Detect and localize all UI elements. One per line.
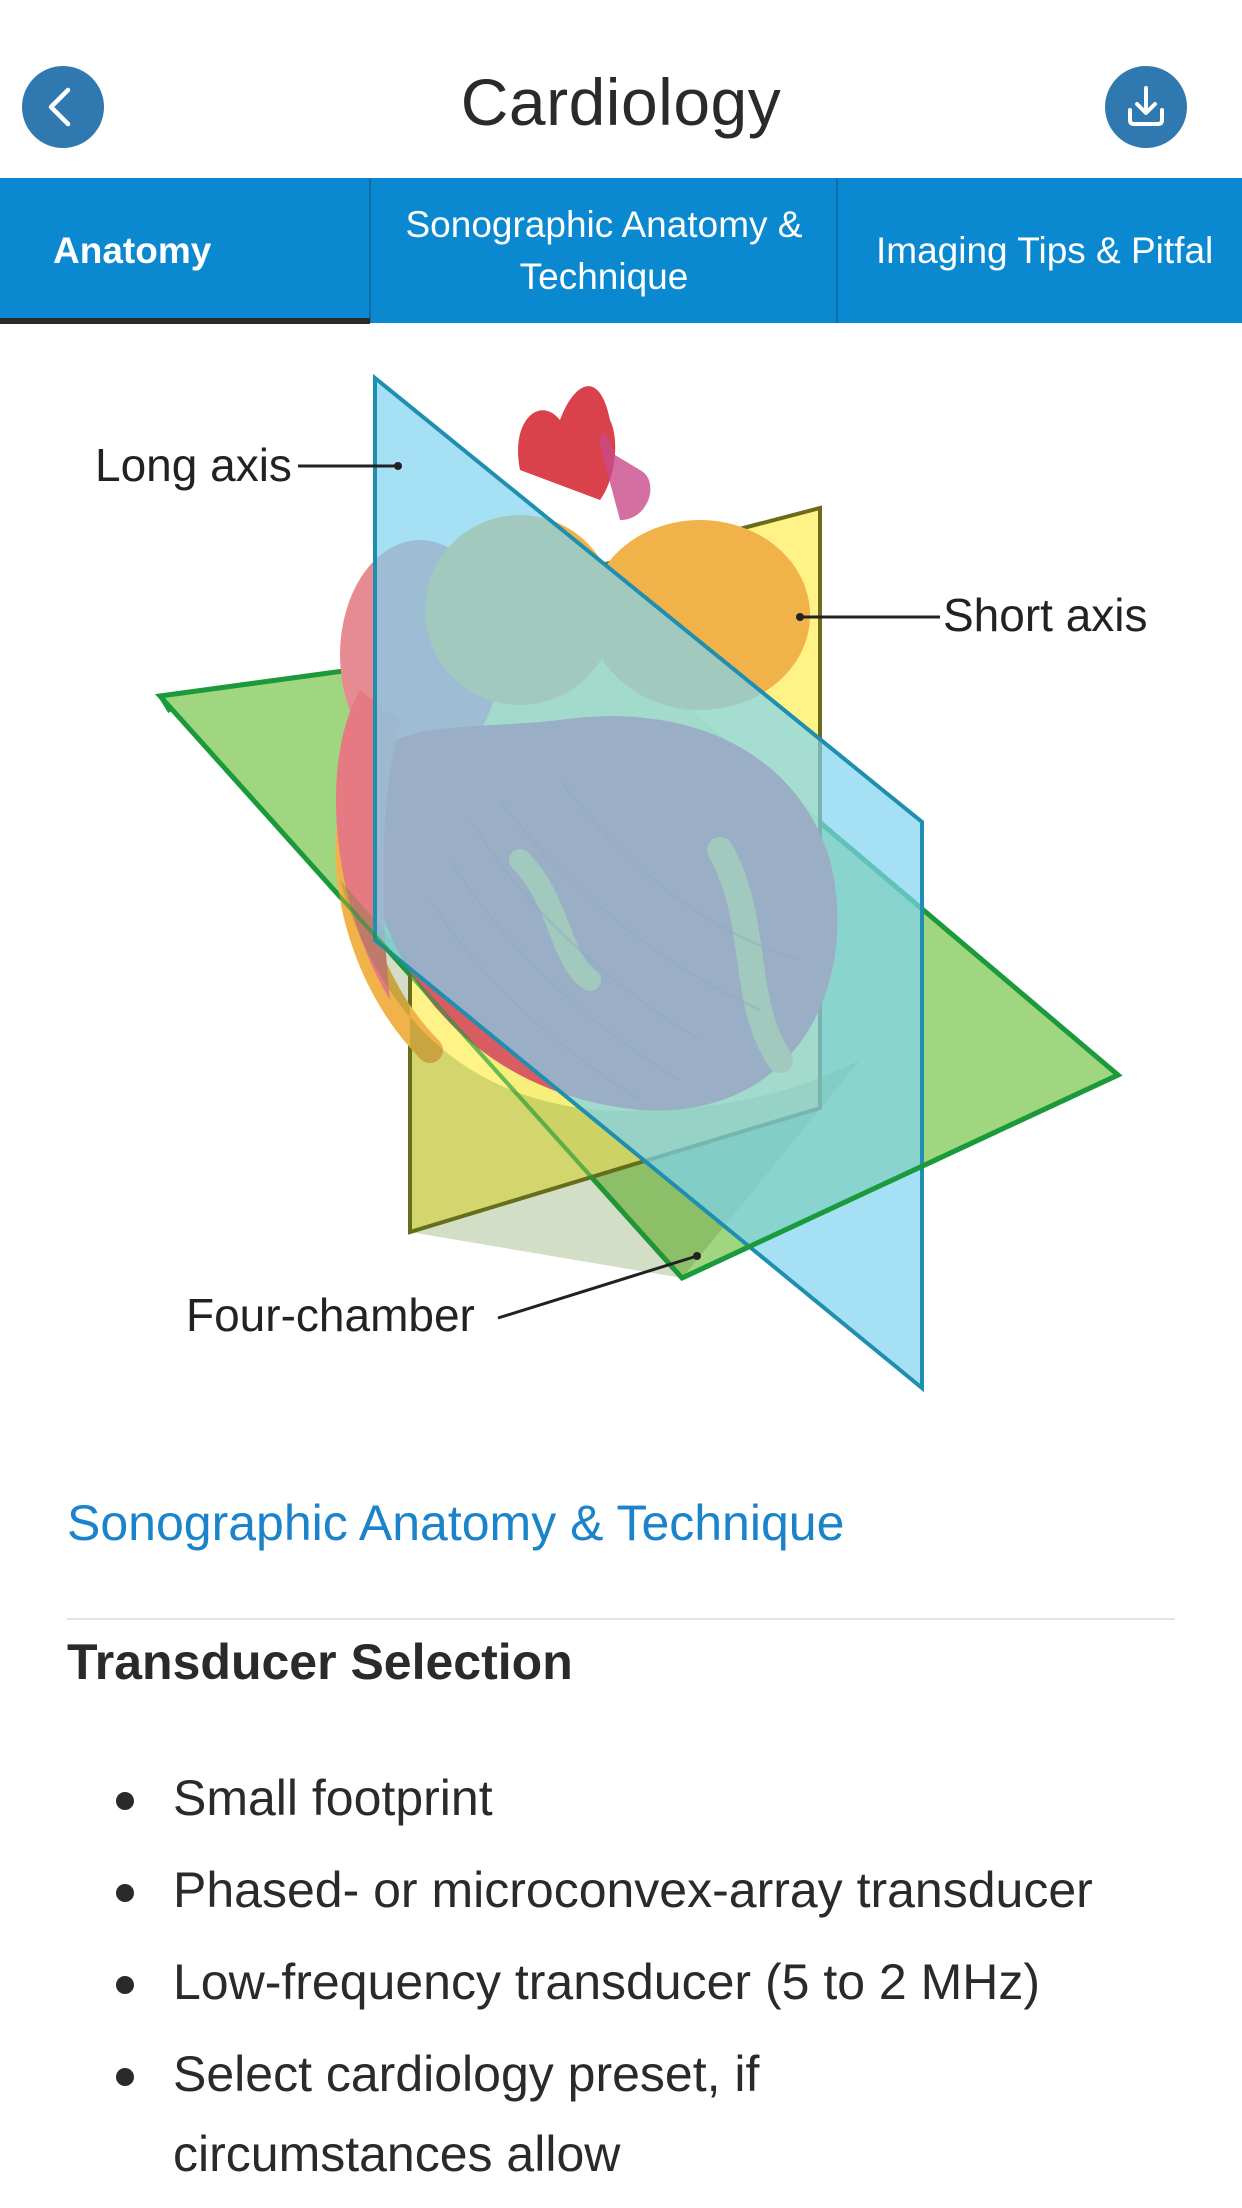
long-axis-label: Long axis — [95, 439, 292, 491]
tab-imaging-tips-pitfalls[interactable]: Imaging Tips & Pitfal — [876, 229, 1214, 271]
short-axis-label: Short axis — [943, 589, 1148, 641]
section-heading: Transducer Selection — [67, 1634, 573, 1690]
active-tab-indicator — [0, 318, 370, 324]
transducer-bullet-list: Small footprint Phased- or microconvex-a… — [110, 1758, 1210, 2206]
tab-divider — [369, 178, 371, 323]
back-button[interactable] — [22, 66, 104, 148]
heart-planes-illustration — [154, 373, 1123, 1393]
page-title: Cardiology — [460, 65, 782, 139]
heart-planes-diagram: Long axis Short axis Four-chamber — [0, 330, 1242, 1410]
tab-sonographic-anatomy-technique[interactable]: Sonographic Anatomy & Technique — [371, 178, 837, 323]
long-axis-plane — [373, 373, 924, 1393]
tab-label: Sonographic Anatomy & Technique — [405, 203, 803, 297]
divider — [67, 1618, 1175, 1620]
chevron-left-icon — [48, 87, 71, 127]
tab-anatomy[interactable]: Anatomy — [53, 229, 212, 271]
nav-bar: Cardiology — [0, 0, 1242, 178]
tab-bar: Anatomy Sonographic Anatomy & Technique … — [0, 178, 1242, 323]
download-button[interactable] — [1105, 66, 1187, 148]
list-item: Phased- or microconvex-array transducer — [110, 1850, 1210, 1930]
tab-divider — [836, 178, 838, 323]
download-icon — [1128, 86, 1164, 126]
four-chamber-leader — [497, 1254, 698, 1320]
list-item: Small footprint — [110, 1758, 1210, 1838]
section-link-sonographic-anatomy[interactable]: Sonographic Anatomy & Technique — [67, 1495, 845, 1551]
list-item: Select cardiology preset, if circumstanc… — [110, 2034, 893, 2194]
four-chamber-label: Four-chamber — [186, 1289, 475, 1341]
list-item: Low-frequency transducer (5 to 2 MHz) — [110, 1942, 1210, 2022]
